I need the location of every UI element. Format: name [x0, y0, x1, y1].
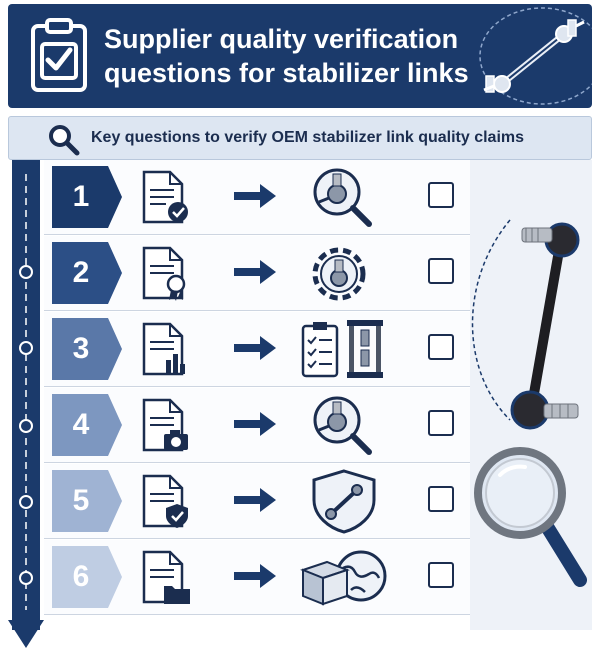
inspect-joint-magnifier-icon — [313, 168, 372, 227]
magnifier-icon — [474, 447, 587, 587]
timeline-arrow — [8, 160, 44, 648]
subheader-bar: Key questions to verify OEM stabilizer l… — [8, 116, 592, 160]
shield-link-icon — [312, 469, 376, 534]
header-banner: Supplier quality verification questions … — [8, 4, 592, 108]
arrow-right-icon — [234, 260, 276, 284]
checkbox[interactable] — [428, 486, 454, 512]
title-line-1: Supplier quality verification — [104, 24, 459, 54]
document-chart-icon — [142, 322, 185, 376]
step-number: 6 — [72, 560, 90, 593]
step-tab — [52, 242, 122, 304]
inspect-joint-magnifier-icon — [313, 396, 372, 455]
step-number: 3 — [72, 332, 90, 365]
step-number: 1 — [72, 180, 90, 213]
clipboard-check-icon — [31, 18, 87, 92]
checkbox[interactable] — [428, 258, 454, 284]
checkbox[interactable] — [428, 182, 454, 208]
checkbox[interactable] — [428, 410, 454, 436]
stabilizer-link-icon — [471, 219, 580, 430]
document-certificate-icon — [142, 246, 186, 301]
arrow-right-icon — [234, 488, 276, 512]
stabilizer-link-illustration-icon — [479, 7, 592, 105]
checkbox[interactable] — [428, 334, 454, 360]
question-row: 1 — [44, 160, 470, 235]
arrow-right-icon — [234, 412, 276, 436]
joint-gear-icon — [312, 247, 366, 301]
step-tab — [52, 470, 122, 532]
title-line-2: questions for stabilizer links — [104, 58, 469, 88]
document-folder-icon — [142, 550, 190, 604]
page-title: Supplier quality verification questions … — [104, 22, 494, 90]
document-camera-icon — [142, 398, 188, 452]
question-row: 2 — [44, 236, 470, 311]
arrow-right-icon — [234, 336, 276, 360]
step-number: 2 — [72, 256, 90, 289]
step-tab — [52, 546, 122, 608]
step-number: 5 — [72, 484, 90, 517]
step-tab — [52, 318, 122, 380]
document-check-icon — [142, 170, 188, 224]
search-icon — [49, 125, 80, 156]
question-row: 5 — [44, 464, 470, 539]
arrow-right-icon — [234, 564, 276, 588]
step-tab — [52, 166, 122, 228]
document-shield-icon — [142, 474, 188, 528]
arrow-right-icon — [234, 184, 276, 208]
step-number: 4 — [72, 408, 90, 441]
question-row: 6 — [44, 540, 470, 615]
step-tab — [52, 394, 122, 456]
box-globe-icon — [300, 550, 387, 606]
subheader-text: Key questions to verify OEM stabilizer l… — [91, 129, 525, 146]
question-row: 3 — [44, 312, 470, 387]
question-row: 4 — [44, 388, 470, 463]
checkbox[interactable] — [428, 562, 454, 588]
checklist-test-rig-icon — [301, 320, 383, 378]
